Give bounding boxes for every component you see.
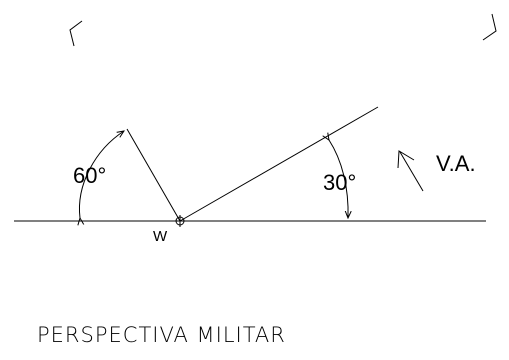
angle-arc-60 [79,131,124,218]
origin-point-marker [174,215,186,227]
diagram-title: PERSPECTIVA MILITAR [37,323,286,347]
point-label: W [153,228,168,245]
angle-arc-30 [329,140,348,218]
corner-mark-top-right [482,13,497,41]
corner-mark-top-left [69,20,83,47]
view-direction-arrow [399,151,424,192]
edge-line-60 [126,128,181,222]
view-label: V.A. [436,151,476,176]
angle-label-30: 30° [323,170,356,195]
view-direction-arrowhead [397,150,415,169]
edge-line-30 [179,106,379,222]
angle-label-60: 60° [73,163,106,188]
